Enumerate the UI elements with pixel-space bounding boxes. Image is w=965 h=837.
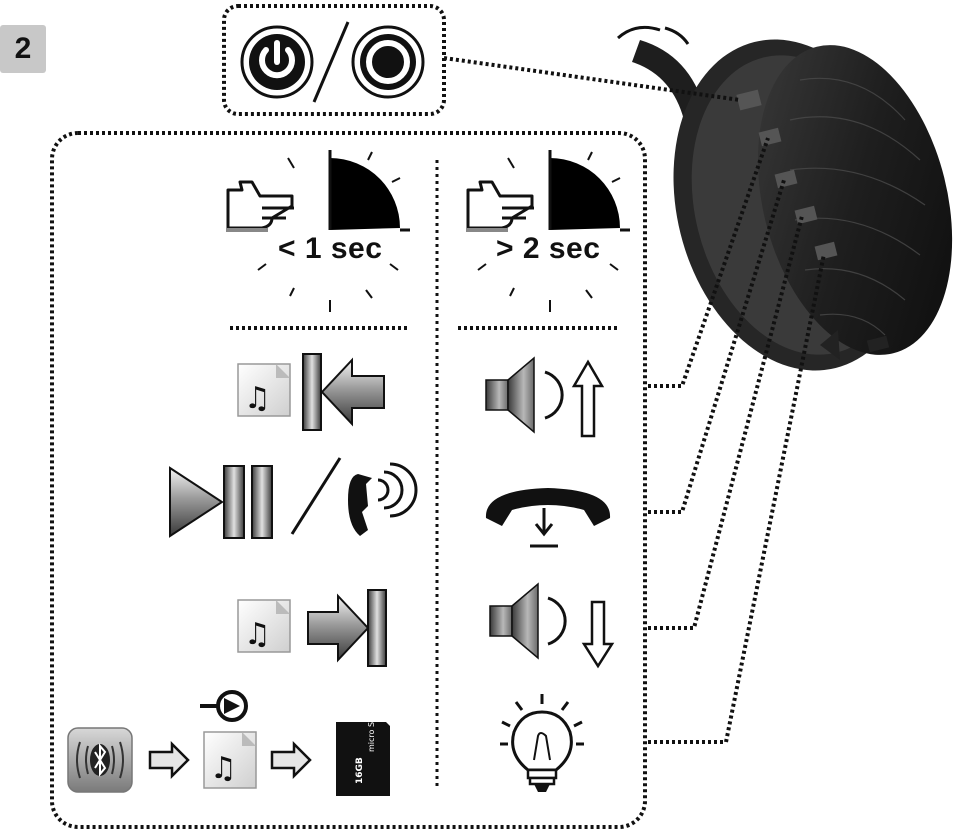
input-mode-icon <box>200 690 248 722</box>
timer-tick-marks <box>477 151 621 312</box>
sd-card-capacity: 16GB <box>355 757 365 784</box>
next-track-icon <box>307 589 387 667</box>
svg-text:♫: ♫ <box>244 381 271 416</box>
step-number-badge: 2 <box>0 25 46 73</box>
headphone-illustration <box>617 25 953 371</box>
answer-call-icon <box>348 462 418 536</box>
arrow-right-icon <box>270 740 312 780</box>
power-button-legend <box>222 4 446 116</box>
short-press-duration-label: < 1 sec <box>278 232 383 265</box>
timer-quarter-icon <box>548 150 630 232</box>
volume-up-icon <box>485 356 605 438</box>
volume-down-icon <box>489 582 615 669</box>
slash-divider <box>312 21 350 103</box>
short-press-timer <box>226 150 410 312</box>
arrow-right-icon <box>148 740 190 780</box>
leader-line-button-4 <box>648 253 826 744</box>
svg-text:♫: ♫ <box>210 751 237 786</box>
leader-line-power <box>443 56 741 102</box>
long-press-duration-label: > 2 sec <box>496 232 601 265</box>
slash-divider <box>290 457 342 535</box>
leader-lines <box>443 56 826 744</box>
timer-tick-marks <box>257 151 401 312</box>
play-pause-icon <box>169 465 273 539</box>
power-on-icon <box>240 25 314 99</box>
light-bulb-icon <box>500 694 584 792</box>
pointing-hand-icon <box>226 180 294 232</box>
music-note-icon: ♫ <box>237 363 291 417</box>
svg-text:♫: ♫ <box>244 617 271 652</box>
long-press-timer <box>466 150 630 312</box>
music-note-icon: ♫ <box>237 599 291 653</box>
power-off-icon <box>351 25 425 99</box>
end-call-icon <box>485 488 611 548</box>
music-note-icon: ♫ <box>203 731 257 789</box>
previous-track-icon <box>302 353 385 431</box>
micro-sd-card-icon: 16GB micro SD <box>336 716 390 796</box>
sd-card-brand: micro SD <box>367 716 376 752</box>
button-function-box <box>50 131 647 829</box>
leader-line-button-2 <box>648 179 786 514</box>
bluetooth-icon <box>67 727 133 793</box>
pointing-hand-icon <box>466 180 534 232</box>
timer-quarter-icon <box>328 150 410 232</box>
